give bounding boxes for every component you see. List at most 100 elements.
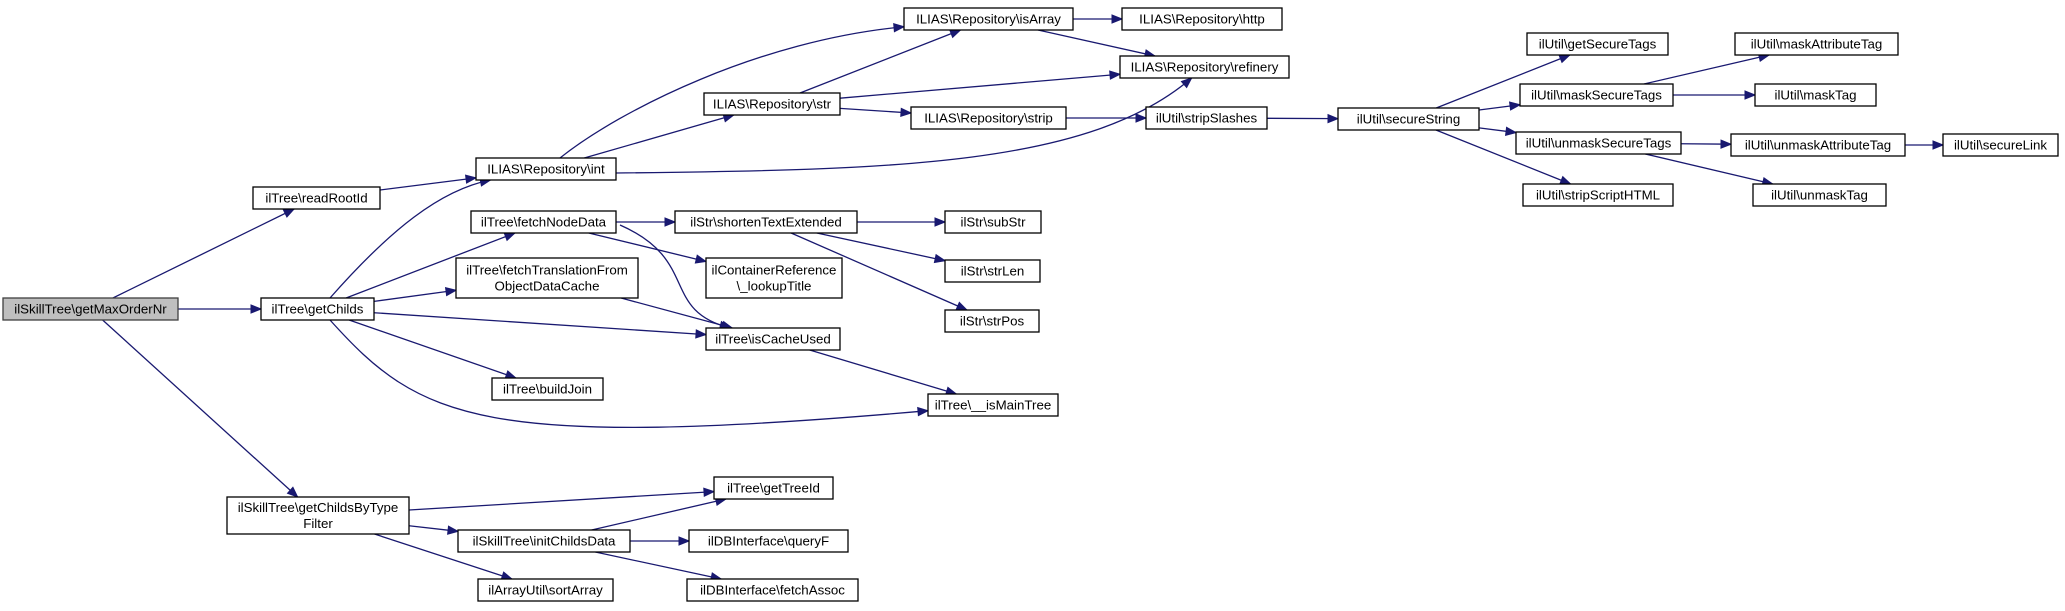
node-isCacheUsed[interactable]: ilTree\isCacheUsed	[705, 327, 841, 351]
node-getSecureTags[interactable]: ilUtil\getSecureTags	[1526, 32, 1669, 56]
node-box-fetchTranslation	[455, 257, 639, 299]
node-unmaskSecureTags[interactable]: ilUtil\unmaskSecureTags	[1515, 131, 1682, 155]
node-box-lookupTitle	[705, 257, 843, 299]
node-label-getSecureTags: ilUtil\getSecureTags	[1539, 37, 1657, 52]
node-repoStr[interactable]: ILIAS\Repository\str	[703, 92, 841, 116]
node-label-sortArray: ilArrayUtil\sortArray	[488, 583, 603, 598]
edge-maskSecureTags-to-maskAttributeTag-line	[1643, 54, 1770, 85]
node-box-getMaxOrderNr	[2, 297, 179, 321]
node-maskSecureTags[interactable]: ilUtil\maskSecureTags	[1519, 83, 1674, 107]
node-repoStrip[interactable]: ILIAS\Repository\strip	[910, 106, 1067, 130]
node-unmaskAttributeTag[interactable]: ilUtil\unmaskAttributeTag	[1730, 133, 1906, 157]
node-label-stripSlashes: ilUtil\stripSlashes	[1156, 111, 1258, 126]
edge-getChilds-to-fetchTranslation-arrowhead	[444, 287, 458, 297]
node-stripSlashes[interactable]: ilUtil\stripSlashes	[1145, 106, 1268, 130]
node-box-initChildsData	[457, 529, 631, 553]
edge-getMaxOrderNr-to-readRootId-arrowhead	[282, 208, 296, 218]
node-box-fetchAssoc	[686, 578, 859, 602]
node-getMaxOrderNr[interactable]: ilSkillTree\getMaxOrderNr	[2, 297, 179, 321]
node-repoRefinery[interactable]: ILIAS\Repository\refinery	[1119, 55, 1290, 79]
edge-repoStr-to-repoStrip-line	[839, 107, 912, 114]
edge-repoInt-to-repoIsArray-arrowhead	[893, 23, 906, 33]
node-box-unmaskTag	[1752, 183, 1887, 207]
edge-repoInt-to-repoStr-line	[584, 114, 734, 159]
edge-fetchNodeData-to-shortenTextExtended	[616, 217, 677, 227]
edge-fetchNodeData-to-lookupTitle-line	[588, 232, 707, 263]
edges-layer	[102, 14, 1945, 582]
node-buildJoin[interactable]: ilTree\buildJoin	[491, 377, 604, 401]
edge-maskSecureTags-to-maskTag	[1673, 90, 1757, 100]
node-box-repoHttp	[1121, 7, 1283, 31]
edge-unmaskSecureTags-to-unmaskTag	[1645, 153, 1775, 187]
node-strPos[interactable]: ilStr\strPos	[944, 309, 1040, 333]
node-readRootId[interactable]: ilTree\readRootId	[252, 186, 381, 210]
edge-repoStr-to-repoIsArray-arrowhead	[948, 29, 962, 39]
node-box-getChildsByTypeFilter	[226, 496, 410, 535]
node-fetchNodeData[interactable]: ilTree\fetchNodeData	[470, 210, 617, 234]
node-initChildsData[interactable]: ilSkillTree\initChildsData	[457, 529, 631, 553]
node-queryF[interactable]: ilDBInterface\queryF	[688, 529, 849, 553]
edge-getChilds-to-isMainTree-line	[329, 319, 929, 429]
edge-initChildsData-to-fetchAssoc	[595, 551, 723, 582]
node-shortenTextExtended[interactable]: ilStr\shortenTextExtended	[674, 210, 858, 234]
node-box-queryF	[688, 529, 849, 553]
node-box-maskTag	[1754, 83, 1877, 107]
node-fetchTranslation[interactable]: ilTree\fetchTranslationFromObjectDataCac…	[455, 257, 639, 299]
node-getTreeId[interactable]: ilTree\getTreeId	[713, 476, 834, 500]
edge-getMaxOrderNr-to-getChildsByTypeFilter-line	[102, 319, 299, 498]
edge-repoIsArray-to-repoRefinery	[1037, 29, 1157, 59]
node-label-unmaskAttributeTag: ilUtil\unmaskAttributeTag	[1745, 138, 1891, 153]
node-label-repoHttp: ILIAS\Repository\http	[1139, 12, 1265, 27]
node-getChilds[interactable]: ilTree\getChilds	[260, 297, 375, 321]
node-fetchAssoc[interactable]: ilDBInterface\fetchAssoc	[686, 578, 859, 602]
node-label-getTreeId: ilTree\getTreeId	[727, 481, 820, 496]
node-label-lookupTitle-line2: \_lookupTitle	[737, 279, 812, 294]
edge-isCacheUsed-to-isMainTree	[809, 349, 958, 396]
node-secureLink[interactable]: ilUtil\secureLink	[1942, 133, 2059, 157]
node-label-strLen: ilStr\strLen	[961, 264, 1025, 279]
node-label-initChildsData: ilSkillTree\initChildsData	[473, 534, 616, 549]
edge-getChilds-to-buildJoin-line	[348, 319, 517, 379]
node-label-buildJoin: ilTree\buildJoin	[503, 382, 592, 397]
node-maskTag[interactable]: ilUtil\maskTag	[1754, 83, 1877, 107]
edge-fetchTranslation-to-isCacheUsed	[620, 297, 734, 330]
node-repoIsArray[interactable]: ILIAS\Repository\isArray	[903, 7, 1074, 31]
node-isMainTree[interactable]: ilTree\__isMainTree	[927, 393, 1059, 417]
node-label-getChildsByTypeFilter-line2: Filter	[303, 516, 333, 531]
edge-repoInt-to-repoIsArray	[559, 23, 906, 159]
node-label-unmaskTag: ilUtil\unmaskTag	[1771, 188, 1868, 203]
edge-secureString-to-getSecureTags-line	[1435, 54, 1571, 109]
node-stripScriptHTML[interactable]: ilUtil\stripScriptHTML	[1522, 183, 1674, 207]
edge-shortenTextExtended-to-strLen	[816, 232, 947, 264]
node-unmaskTag[interactable]: ilUtil\unmaskTag	[1752, 183, 1887, 207]
node-label-stripScriptHTML: ilUtil\stripScriptHTML	[1536, 188, 1660, 203]
node-label-maskTag: ilUtil\maskTag	[1774, 88, 1856, 103]
edge-secureString-to-unmaskSecureTags	[1478, 126, 1518, 136]
edge-unmaskAttributeTag-to-secureLink-arrowhead	[1932, 140, 1945, 150]
node-subStr[interactable]: ilStr\subStr	[944, 210, 1042, 234]
edge-readRootId-to-repoInt-line	[379, 177, 477, 191]
node-lookupTitle[interactable]: ilContainerReference\_lookupTitle	[705, 257, 843, 299]
edge-repoIsArray-to-repoRefinery-line	[1037, 29, 1156, 57]
node-label-isCacheUsed: ilTree\isCacheUsed	[715, 332, 831, 347]
edge-shortenTextExtended-to-strLen-arrowhead	[933, 253, 947, 264]
node-repoInt[interactable]: ILIAS\Repository\int	[475, 157, 617, 181]
node-secureString[interactable]: ilUtil\secureString	[1337, 107, 1480, 131]
node-box-secureString	[1337, 107, 1480, 131]
node-sortArray[interactable]: ilArrayUtil\sortArray	[477, 578, 614, 602]
edge-fetchTranslation-to-isCacheUsed-line	[620, 297, 733, 329]
edge-getChilds-to-isMainTree	[329, 319, 930, 429]
node-repoHttp[interactable]: ILIAS\Repository\http	[1121, 7, 1283, 31]
node-label-secureString: ilUtil\secureString	[1357, 112, 1460, 127]
node-label-repoStrip: ILIAS\Repository\strip	[924, 111, 1053, 126]
node-box-buildJoin	[491, 377, 604, 401]
edge-initChildsData-to-queryF-arrowhead	[678, 536, 691, 546]
edge-fetchNodeData-to-lookupTitle	[588, 232, 708, 264]
node-maskAttributeTag[interactable]: ilUtil\maskAttributeTag	[1734, 32, 1899, 56]
node-strLen[interactable]: ilStr\strLen	[944, 259, 1041, 283]
edge-getMaxOrderNr-to-readRootId	[112, 208, 296, 299]
node-label-strPos: ilStr\strPos	[960, 314, 1025, 329]
edge-unmaskSecureTags-to-unmaskTag-line	[1645, 153, 1773, 185]
